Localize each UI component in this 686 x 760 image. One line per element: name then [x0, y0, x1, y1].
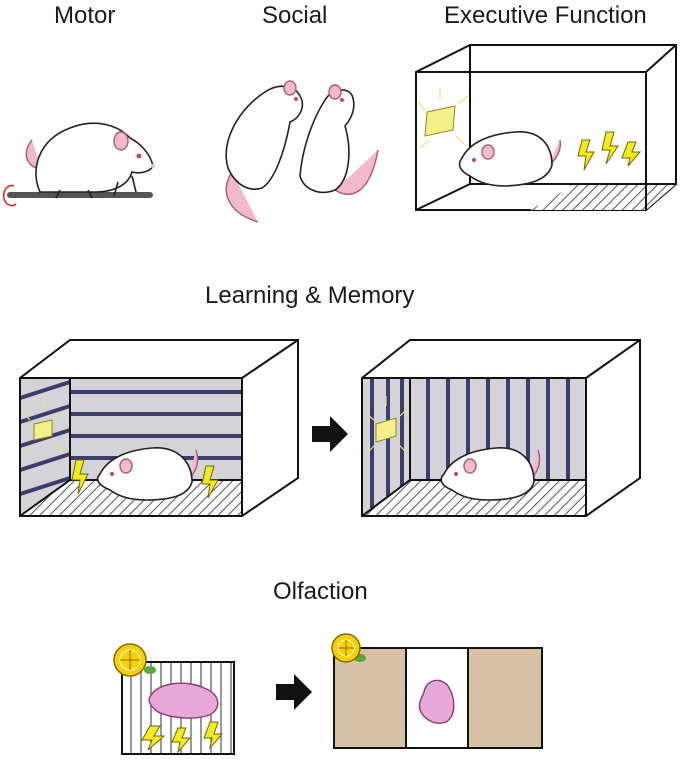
- lemon-icon-after: [331, 633, 366, 663]
- executive-function-title: Executive Function: [444, 2, 647, 29]
- arrow-right-icon-learning: [312, 416, 348, 452]
- learning-shock-icon-1: [71, 459, 89, 495]
- social-panel: [225, 80, 379, 223]
- pup-after: [418, 679, 455, 724]
- rotation-arrow-icon: [2, 184, 17, 207]
- learning-memory-title: Learning & Memory: [205, 282, 415, 309]
- learning-shock-icon-2: [201, 465, 219, 499]
- motor-rat: [25, 122, 155, 199]
- olfaction-shock-icon-1: [141, 725, 166, 751]
- executive-light-icon: [417, 88, 469, 149]
- motor-title: Motor: [54, 2, 116, 29]
- learning-box-before: [19, 339, 299, 517]
- executive-shock-icon: [577, 131, 642, 171]
- back-wall-stripes-horizontal: [70, 390, 242, 460]
- learning-light-icon-after: [363, 396, 409, 455]
- motor-panel: [2, 122, 155, 207]
- olfaction-title: Olfaction: [273, 578, 368, 605]
- learning-box-after: [361, 339, 641, 517]
- olfaction-three-chamber: [331, 633, 543, 749]
- social-rat-right: [299, 84, 379, 195]
- learning-light-icon-before: [21, 398, 67, 455]
- pup-before: [148, 682, 219, 719]
- arrow-right-icon-olfaction: [276, 674, 312, 710]
- olfaction-shock-icon-2: [171, 727, 192, 754]
- social-rat-left: [225, 80, 304, 223]
- executive-floor: [530, 184, 676, 210]
- executive-box: [415, 44, 677, 211]
- lemon-icon-before: [113, 643, 156, 677]
- olfaction-shock-icon-3: [203, 721, 224, 750]
- olfaction-cage-before: [113, 643, 235, 755]
- social-title: Social: [262, 2, 328, 29]
- learning-rat-after: [440, 447, 541, 501]
- back-wall-stripes-vertical: [426, 378, 570, 480]
- executive-rat: [458, 131, 562, 187]
- learning-rat-before: [96, 447, 199, 501]
